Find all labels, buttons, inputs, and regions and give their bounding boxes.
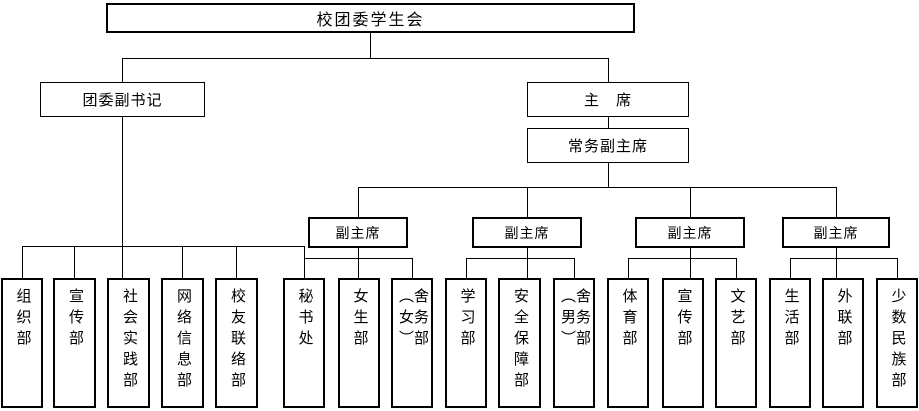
network-info-dept-label: 网络信息部	[175, 288, 191, 393]
connector-line	[122, 117, 123, 278]
chairman-box: 主 席	[527, 82, 689, 117]
vice-chairman-box-3: 副主席	[635, 217, 745, 248]
vice-chairman-box-2: 副主席	[472, 217, 582, 248]
safety-security-dept-box: 安全保障部	[498, 278, 541, 408]
alumni-liaison-dept-label: 校友联络部	[229, 288, 245, 393]
arts-dept-box: 文艺部	[715, 278, 757, 408]
publicity-dept-label-2: 宣传部	[675, 288, 692, 351]
connector-line	[836, 248, 837, 278]
connector-line	[466, 258, 467, 278]
vice-chairman-box-1: 副主席	[308, 217, 408, 248]
connector-line	[304, 246, 305, 278]
connector-line	[412, 258, 413, 278]
connector-line	[897, 258, 898, 278]
connector-line	[236, 246, 237, 278]
external-liaison-dept-label: 外联部	[835, 288, 852, 351]
connector-line	[690, 248, 691, 278]
connector-line	[22, 246, 23, 278]
ethnic-minority-dept-label: 少数民族部	[889, 288, 906, 393]
connector-line	[358, 187, 837, 188]
alumni-liaison-dept-box: 校友联络部	[215, 278, 258, 408]
vice-chairman-label-1: 副主席	[335, 226, 381, 242]
dorm-affairs-male-dept-box: 舍务部（男）	[553, 278, 595, 408]
connector-line	[608, 163, 609, 187]
root-label: 校团委学生会	[316, 12, 425, 29]
connector-line	[22, 246, 304, 247]
vice-chairman-box-4: 副主席	[782, 217, 890, 248]
life-dept-label: 生活部	[782, 288, 799, 351]
connector-line	[574, 258, 575, 278]
secretariat-box: 秘书处	[283, 278, 325, 408]
external-liaison-dept-box: 外联部	[822, 278, 864, 408]
girls-dept-label: 女生部	[351, 288, 368, 351]
organization-dept-box: 组织部	[1, 278, 43, 408]
connector-line	[790, 258, 791, 278]
connector-line	[122, 58, 609, 59]
social-practice-dept-box: 社会实践部	[107, 278, 150, 408]
connector-line	[182, 246, 183, 278]
connector-line	[466, 258, 574, 259]
ethnic-minority-dept-box: 少数民族部	[876, 278, 918, 408]
connector-line	[358, 248, 359, 278]
social-practice-dept-label: 社会实践部	[121, 288, 137, 393]
dorm-affairs-male-dept-label: 舍务部（男）	[559, 288, 590, 351]
connector-line	[628, 258, 629, 278]
network-info-dept-box: 网络信息部	[161, 278, 204, 408]
study-dept-label: 学习部	[458, 288, 475, 351]
connector-line	[736, 258, 737, 278]
connector-line	[608, 58, 609, 82]
executive-vice-chairman-label: 常务副主席	[567, 139, 648, 155]
connector-line	[836, 187, 837, 217]
connector-line	[527, 248, 528, 278]
girls-dept-box: 女生部	[338, 278, 380, 408]
dorm-affairs-female-dept-label: 舍务部（女）	[397, 288, 428, 351]
connector-line	[122, 58, 123, 82]
deputy-secretary-label: 团委副书记	[82, 93, 163, 109]
safety-security-dept-label: 安全保障部	[512, 288, 528, 393]
arts-dept-label: 文艺部	[728, 288, 745, 351]
connector-line	[790, 258, 897, 259]
connector-line	[74, 246, 75, 278]
vice-chairman-label-3: 副主席	[667, 226, 713, 242]
organization-dept-label: 组织部	[14, 288, 31, 351]
connector-line	[358, 187, 359, 217]
secretariat-label: 秘书处	[296, 288, 313, 351]
connector-line	[370, 33, 371, 58]
publicity-dept-label-1: 宣传部	[67, 288, 83, 351]
connector-line	[608, 117, 609, 128]
root-box: 校团委学生会	[106, 3, 635, 33]
connector-line	[527, 187, 528, 217]
chairman-label: 主 席	[583, 93, 632, 109]
vice-chairman-label-2: 副主席	[504, 226, 550, 242]
sports-dept-label: 体育部	[620, 288, 637, 351]
connector-line	[690, 187, 691, 217]
executive-vice-chairman-box: 常务副主席	[527, 128, 689, 163]
publicity-dept-box-2: 宣传部	[662, 278, 704, 408]
connector-line	[628, 258, 736, 259]
vice-chairman-label-4: 副主席	[813, 226, 859, 242]
publicity-dept-box-1: 宣传部	[53, 278, 96, 408]
life-dept-box: 生活部	[769, 278, 811, 408]
sports-dept-box: 体育部	[607, 278, 649, 408]
dorm-affairs-female-dept-box: 舍务部（女）	[391, 278, 433, 408]
deputy-secretary-box: 团委副书记	[40, 82, 205, 117]
study-dept-box: 学习部	[445, 278, 487, 408]
